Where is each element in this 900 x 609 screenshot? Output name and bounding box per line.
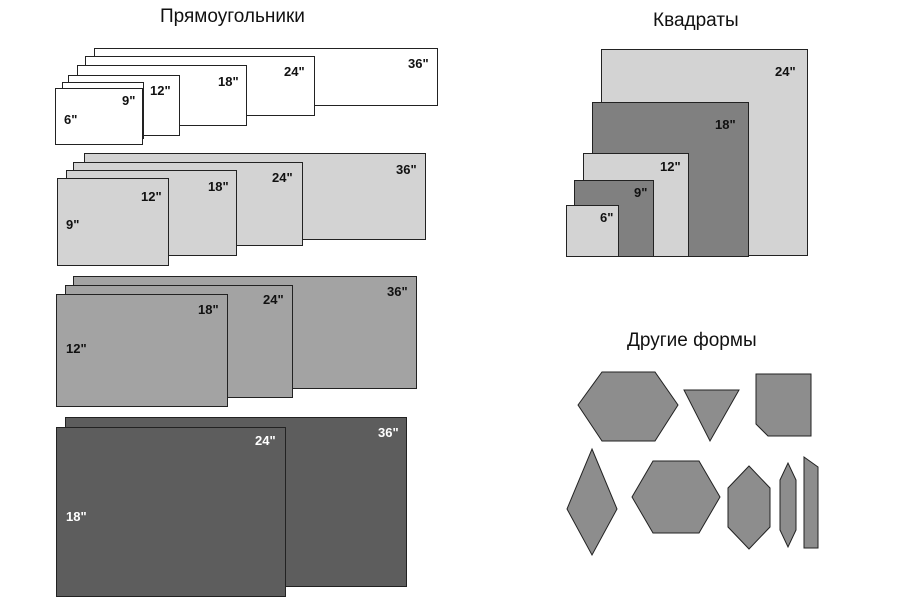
label-12in: 12" [141,189,162,204]
label-24in: 24" [775,64,796,79]
thin-strip-shape [803,456,819,549]
label-9in: 9" [122,93,136,108]
label-24in: 24" [255,433,276,448]
cut-corner-square-shape [755,373,812,437]
title-squares: Квадраты [653,10,739,31]
label-9in: 9" [66,217,80,232]
label-36in: 36" [387,284,408,299]
hexagon-shape [631,460,721,534]
label-18in: 18" [218,74,239,89]
rect-24in [56,427,286,597]
rect-18in [56,294,228,407]
label-12in: 12" [660,159,681,174]
label-18in: 18" [715,117,736,132]
square-6in [566,205,619,257]
label-18in: 18" [208,179,229,194]
label-6in: 6" [64,112,78,127]
label-36in: 36" [378,425,399,440]
rhombus-shape [566,447,618,557]
label-24in: 24" [284,64,305,79]
thin-hexagon-shape [779,461,797,549]
label-9in: 9" [634,185,648,200]
label-36in: 36" [408,56,429,71]
hexagon-shape [577,371,679,442]
triangle-shape [683,389,740,443]
rect-12in [57,178,169,266]
label-6in: 6" [600,210,614,225]
label-24in: 24" [272,170,293,185]
title-other-shapes: Другие формы [627,330,757,351]
title-rectangles: Прямоугольники [160,6,305,27]
rect-6in [55,88,143,145]
elongated-hexagon-shape [727,465,771,550]
label-36in: 36" [396,162,417,177]
label-18in: 18" [66,509,87,524]
label-12in: 12" [150,83,171,98]
label-18in: 18" [198,302,219,317]
label-12in: 12" [66,341,87,356]
label-24in: 24" [263,292,284,307]
